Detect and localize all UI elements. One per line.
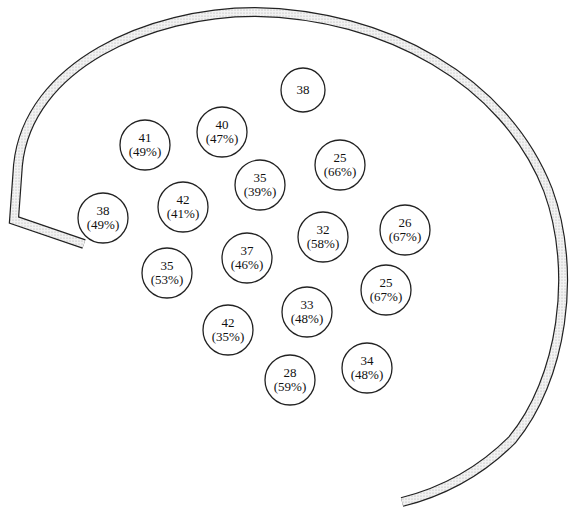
- count-number: 35: [254, 171, 267, 185]
- percentage-value: (58%): [307, 237, 340, 251]
- percentage-value: (53%): [151, 273, 184, 287]
- region-circle: 25(67%): [360, 264, 412, 316]
- percentage-value: (41%): [167, 207, 200, 221]
- percentage-value: (46%): [231, 258, 264, 272]
- region-circle: 38(49%): [77, 192, 129, 244]
- count-number: 26: [399, 216, 412, 230]
- region-circle: 33(48%): [281, 286, 333, 338]
- count-number: 42: [222, 316, 235, 330]
- region-circle: 35(53%): [141, 247, 193, 299]
- percentage-value: (35%): [212, 330, 245, 344]
- region-circle: 35(39%): [234, 159, 286, 211]
- percentage-value: (39%): [244, 185, 277, 199]
- count-number: 33: [301, 298, 314, 312]
- count-number: 41: [139, 131, 152, 145]
- count-number: 38: [97, 204, 110, 218]
- percentage-value: (48%): [351, 368, 384, 382]
- region-circle: 26(67%): [379, 204, 431, 256]
- percentage-value: (49%): [129, 145, 162, 159]
- region-circle: 34(48%): [341, 342, 393, 394]
- percentage-value: (49%): [87, 218, 120, 232]
- region-circle: 38: [280, 67, 326, 113]
- region-circle: 42(35%): [202, 304, 254, 356]
- count-number: 37: [241, 244, 254, 258]
- percentage-value: (59%): [274, 380, 307, 394]
- percentage-value: (48%): [291, 312, 324, 326]
- percentage-value: (66%): [324, 165, 357, 179]
- region-circle: 42(41%): [157, 181, 209, 233]
- count-number: 40: [216, 118, 229, 132]
- region-circle: 28(59%): [264, 354, 316, 406]
- region-circle: 37(46%): [221, 232, 273, 284]
- region-circle: 25(66%): [314, 139, 366, 191]
- region-circle: 32(58%): [297, 211, 349, 263]
- region-circle: 40(47%): [196, 106, 248, 158]
- count-number: 32: [317, 223, 330, 237]
- count-number: 35: [161, 259, 174, 273]
- count-number: 42: [177, 193, 190, 207]
- count-number: 25: [380, 276, 393, 290]
- region-circle: 41(49%): [119, 119, 171, 171]
- count-number: 38: [297, 83, 310, 97]
- count-number: 25: [334, 151, 347, 165]
- count-number: 34: [361, 354, 374, 368]
- count-number: 28: [284, 366, 297, 380]
- percentage-value: (67%): [389, 230, 422, 244]
- percentage-value: (47%): [206, 132, 239, 146]
- percentage-value: (67%): [370, 290, 403, 304]
